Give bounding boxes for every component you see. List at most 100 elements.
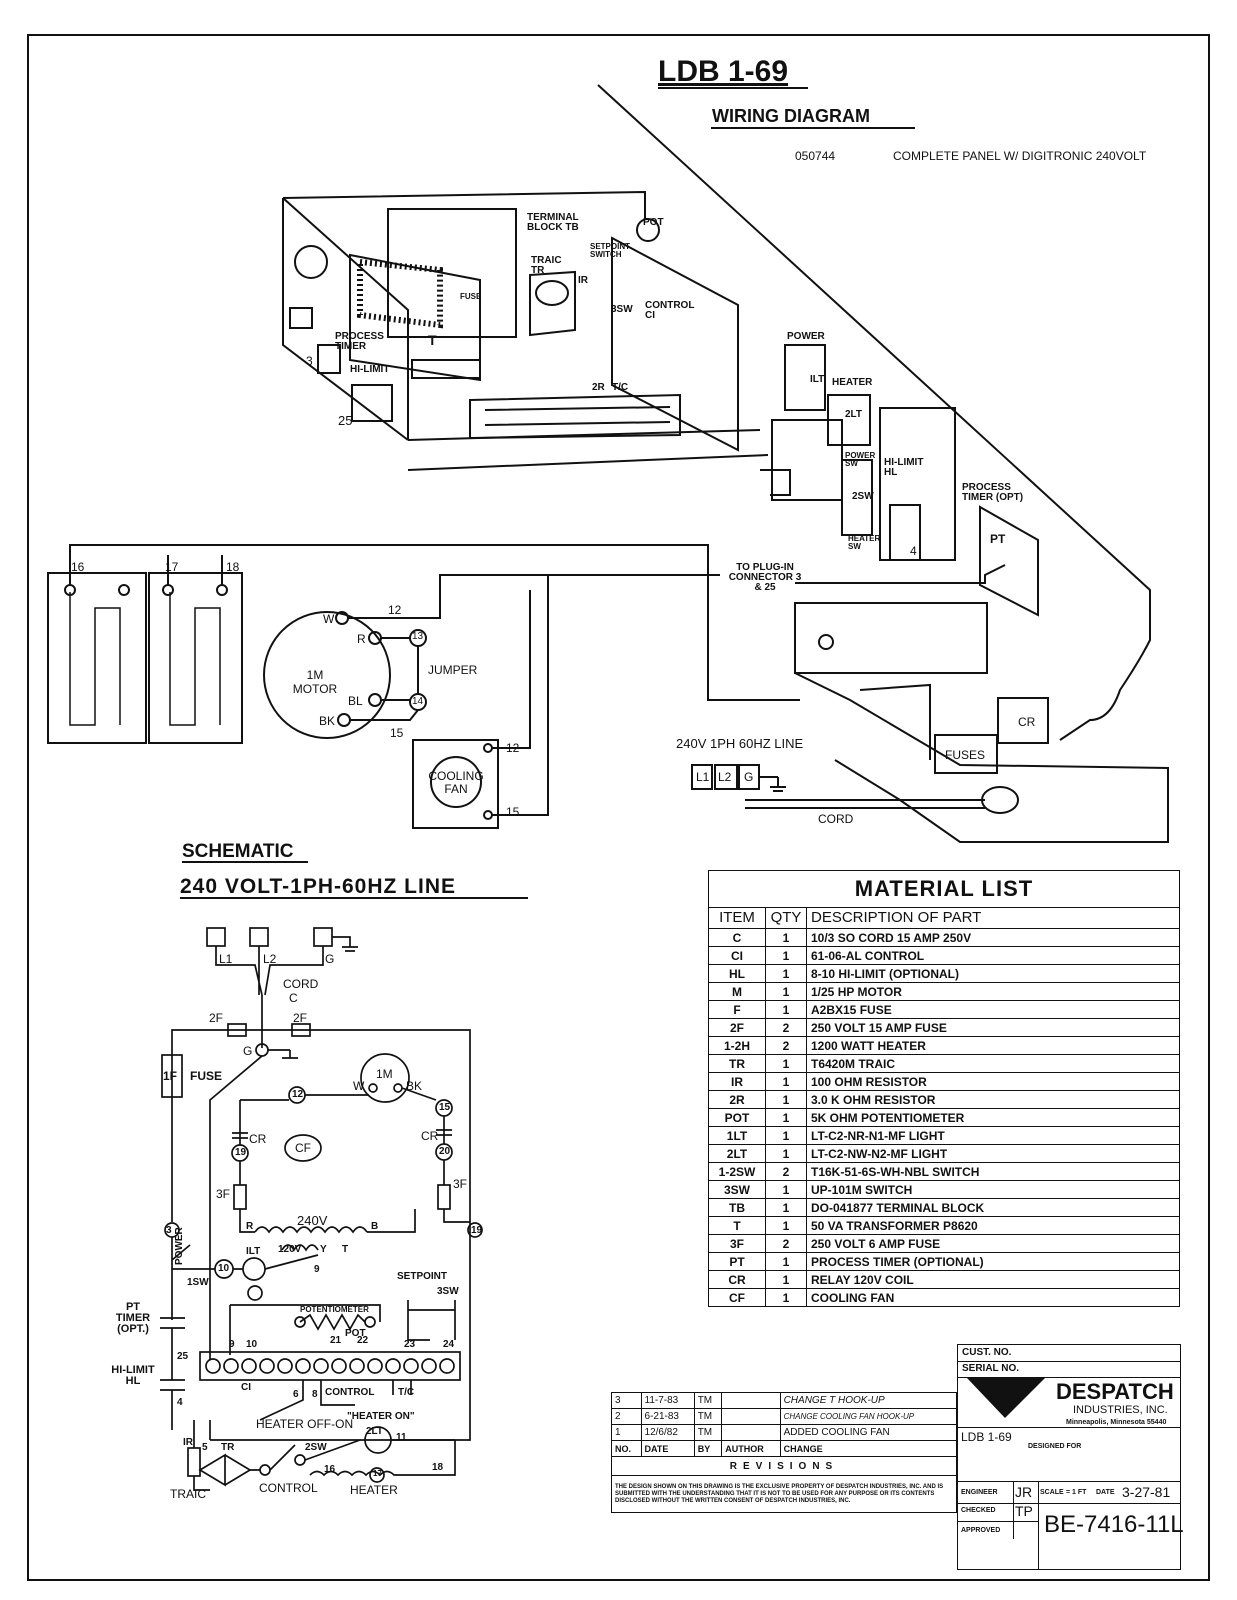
description-cell: T16K-51-6S-WH-NBL SWITCH	[806, 1162, 1180, 1181]
cust-no-label: CUST. NO.	[962, 1347, 1012, 1358]
sch-n4: 4	[177, 1397, 183, 1408]
approved-label: APPROVED	[961, 1527, 1001, 1534]
wire-25-label: 25	[338, 413, 353, 428]
terminal-block-label: TERMINAL BLOCK TB	[527, 212, 579, 233]
material-list-title: MATERIAL LIST	[708, 870, 1180, 908]
connector-box	[745, 602, 1169, 843]
power-label: POWER	[787, 331, 825, 342]
sch-l2: L2	[263, 952, 277, 966]
description-cell: 100 OHM RESISTOR	[806, 1072, 1180, 1091]
line-terminal-l2: L2	[718, 770, 732, 784]
rev-change: CHANGE COOLING FAN HOOK-UP	[779, 1408, 958, 1425]
checked-label: CHECKED	[961, 1507, 996, 1514]
date-label: DATE	[1096, 1489, 1115, 1496]
fuse-label: FUSE	[460, 292, 482, 301]
rev-change: ADDED COOLING FAN	[779, 1424, 958, 1441]
date-value: 3-27-81	[1122, 1484, 1171, 1500]
hi-limit-hl-label: HI-LIMIT HL	[884, 457, 924, 478]
sch-n3: 3	[166, 1225, 172, 1236]
sch-pot: POT	[345, 1328, 366, 1339]
sch-1f: 1F	[163, 1069, 178, 1083]
item-cell: 1-2SW	[708, 1162, 766, 1181]
sch-cr-left: CR	[249, 1132, 267, 1146]
drawing-subtitle: COMPLETE PANEL W/ DIGITRONIC 240VOLT	[893, 149, 1147, 163]
qty-cell: 1	[765, 928, 807, 947]
hi-limit-label: HI-LIMIT	[350, 364, 390, 375]
company-sub: INDUSTRIES, INC.	[1073, 1404, 1168, 1416]
qty-cell: 1	[765, 982, 807, 1001]
description-cell: 250 VOLT 6 AMP FUSE	[806, 1234, 1180, 1253]
cooling-fan-label: COOLING FAN	[428, 769, 484, 796]
sch-t: T	[342, 1244, 349, 1255]
drawing-number: 050744	[795, 149, 836, 163]
rev-date: 12/6/82	[640, 1424, 695, 1441]
description-cell: 50 VA TRANSFORMER P8620	[806, 1216, 1180, 1235]
schematic-title: SCHEMATIC	[182, 841, 294, 862]
item-cell: TB	[708, 1198, 766, 1217]
schematic-drawing	[160, 927, 483, 1491]
company-name: DESPATCH	[1056, 1379, 1174, 1404]
sch-cf: CF	[295, 1141, 311, 1155]
item-cell: 2R	[708, 1090, 766, 1109]
sch-1sw: 1SW	[187, 1277, 209, 1288]
qty-cell: 1	[765, 1180, 807, 1199]
rev-change: CHANGE T HOOK-UP	[779, 1392, 958, 1409]
sch-c: C	[289, 991, 298, 1005]
ilt-label: ILT	[810, 374, 825, 385]
page-title: WIRING DIAGRAM	[712, 106, 870, 126]
sch-2sw: 2SW	[305, 1442, 327, 1453]
sch-2lt: 2LT	[366, 1426, 384, 1437]
rev-col-no: NO.	[611, 1440, 642, 1457]
heater-16-label: 16	[71, 560, 85, 574]
sch-n5: 5	[202, 1442, 208, 1453]
sch-tc: T/C	[398, 1387, 415, 1398]
sch-1m: 1M	[376, 1067, 393, 1081]
scale-label: SCALE	[1040, 1489, 1064, 1496]
sch-ci: CI	[241, 1382, 251, 1393]
tc-label: T/C	[612, 382, 629, 393]
sch-fuse: FUSE	[190, 1069, 223, 1083]
sch-heater-switch: HEATER OFF-ON	[256, 1417, 354, 1431]
sch-control: CONTROL	[259, 1481, 318, 1495]
title-drawing: LDB 1-69	[961, 1430, 1012, 1444]
item-cell: POT	[708, 1108, 766, 1127]
sch-3sw: 3SW	[437, 1286, 459, 1297]
fan-wire-12: 12	[506, 741, 520, 755]
heater-elements	[47, 544, 800, 744]
description-cell: 3.0 K OHM RESISTOR	[806, 1090, 1180, 1109]
motor-wire-14: 14	[412, 696, 424, 707]
line-terminals	[691, 764, 786, 792]
sch-n25: 25	[177, 1351, 189, 1362]
item-cell: 2LT	[708, 1144, 766, 1163]
sch-b: B	[371, 1221, 379, 1232]
rev-no: 1	[611, 1424, 642, 1441]
sheet-border	[27, 34, 1210, 1581]
description-cell: T6420M TRAIC	[806, 1054, 1180, 1073]
description-cell: DO-041877 TERMINAL BLOCK	[806, 1198, 1180, 1217]
col-description: DESCRIPTION OF PART	[806, 907, 1180, 929]
title-underlines	[180, 87, 915, 899]
scale-value: = 1 FT	[1066, 1489, 1087, 1496]
rev-col-date: DATE	[640, 1440, 695, 1457]
rev-author	[721, 1392, 781, 1409]
sch-setpoint: SETPOINT	[397, 1271, 448, 1282]
sch-120v: 120V	[278, 1244, 302, 1255]
rev-col-author: AUTHOR	[721, 1440, 781, 1457]
item-cell: TR	[708, 1054, 766, 1073]
panel-box	[282, 190, 769, 471]
cord-label: CORD	[818, 812, 854, 826]
pt-label: PT	[990, 532, 1006, 546]
